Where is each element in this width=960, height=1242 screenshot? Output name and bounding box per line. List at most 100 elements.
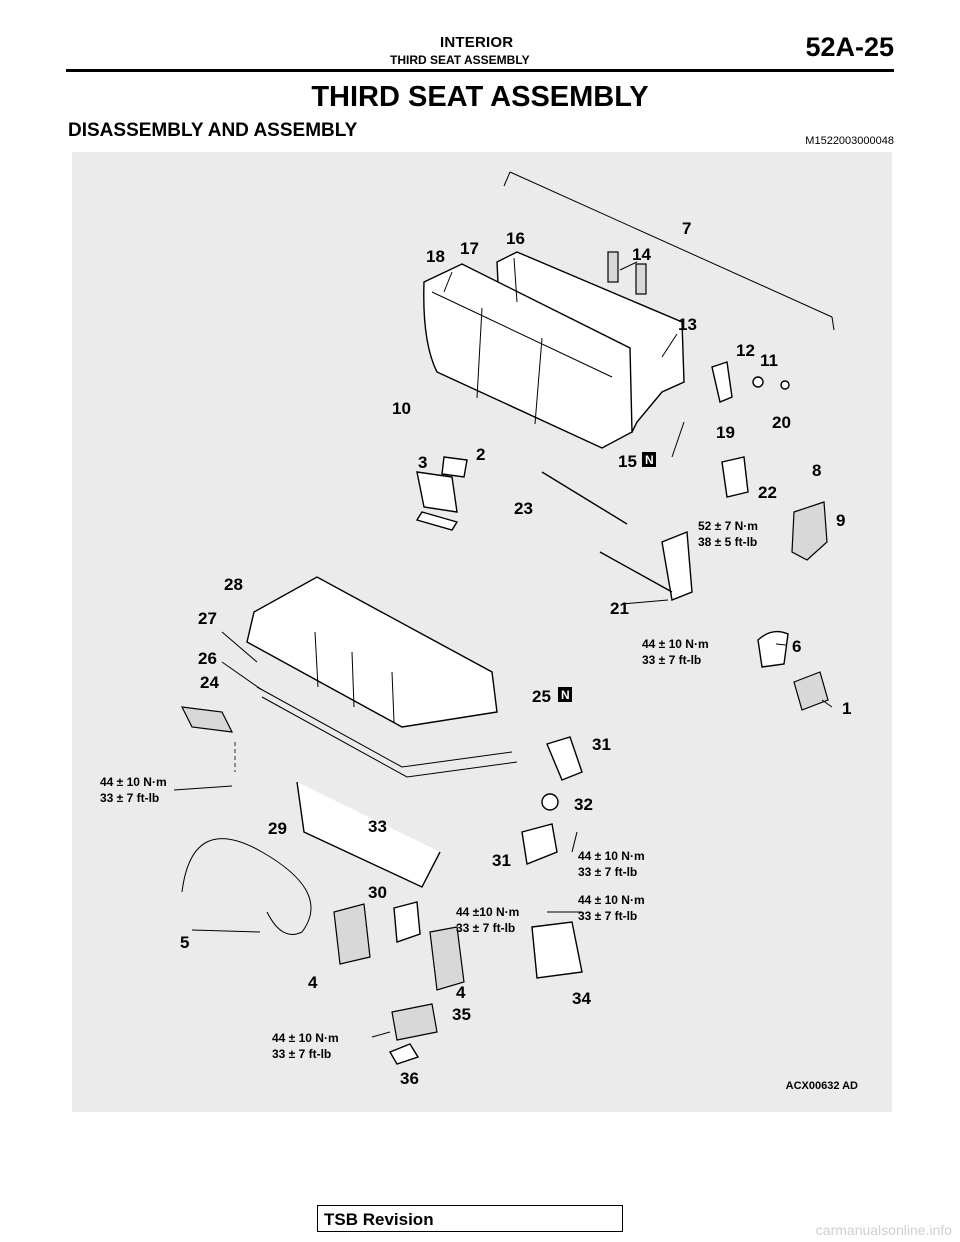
callout-15: 15 bbox=[618, 452, 637, 471]
frame-outline-line bbox=[503, 171, 511, 187]
torque-ftlb: 33 ± 7 ft-lb bbox=[272, 1047, 331, 1061]
clip-part bbox=[388, 1043, 420, 1065]
torque-ftlb: 33 ± 7 ft-lb bbox=[100, 791, 159, 805]
latch-bracket bbox=[393, 901, 421, 943]
leader-line bbox=[191, 929, 261, 933]
new-part-mark-15: N bbox=[645, 453, 654, 467]
callout-25: 25 bbox=[532, 687, 551, 706]
torque-ftlb: 38 ± 5 ft-lb bbox=[698, 535, 757, 549]
leader-line bbox=[671, 421, 685, 458]
leader-line bbox=[821, 699, 833, 708]
screw-part bbox=[780, 380, 790, 390]
callout-28: 28 bbox=[224, 575, 243, 594]
callout-31a: 31 bbox=[592, 735, 611, 754]
leader-line bbox=[443, 271, 453, 293]
callout-36: 36 bbox=[400, 1069, 419, 1088]
callout-33: 33 bbox=[368, 817, 387, 836]
callout-22: 22 bbox=[758, 483, 777, 502]
torque-nm: 52 ± 7 N·m bbox=[698, 519, 758, 533]
torque-nm: 44 ± 10 N·m bbox=[100, 775, 167, 789]
torque-nm: 44 ± 10 N·m bbox=[578, 849, 645, 863]
callout-21: 21 bbox=[610, 599, 629, 618]
new-part-mark-box bbox=[642, 452, 656, 467]
side-cover bbox=[791, 501, 828, 561]
callout-9: 9 bbox=[836, 511, 845, 530]
release-cable bbox=[181, 838, 312, 935]
lever-part bbox=[711, 361, 733, 403]
bezel-part bbox=[391, 1003, 438, 1041]
callout-26: 26 bbox=[198, 649, 217, 668]
header-subsection: THIRD SEAT ASSEMBLY bbox=[390, 53, 530, 67]
torque-ftlb: 33 ± 7 ft-lb bbox=[578, 909, 637, 923]
callout-32: 32 bbox=[574, 795, 593, 814]
torque-nm: 44 ± 10 N·m bbox=[578, 893, 645, 907]
callout-19: 19 bbox=[716, 423, 735, 442]
callout-7: 7 bbox=[682, 219, 691, 238]
callout-10: 10 bbox=[392, 399, 411, 418]
latch-part bbox=[180, 706, 234, 733]
callout-27: 27 bbox=[198, 609, 217, 628]
leader-line bbox=[775, 643, 787, 646]
callout-30: 30 bbox=[368, 883, 387, 902]
callout-3: 3 bbox=[418, 453, 427, 472]
callout-4a: 4 bbox=[308, 973, 318, 992]
callout-4b: 4 bbox=[456, 983, 466, 1002]
recliner-bracket bbox=[721, 456, 749, 498]
recliner-rod bbox=[599, 551, 673, 593]
callout-2: 2 bbox=[476, 445, 485, 464]
rod-part bbox=[541, 471, 628, 525]
hinge-bracket bbox=[416, 471, 458, 513]
seatback-cushion bbox=[423, 263, 633, 449]
seam-line bbox=[534, 337, 543, 425]
callout-34: 34 bbox=[572, 989, 591, 1008]
callout-12: 12 bbox=[736, 341, 755, 360]
knob-part bbox=[752, 376, 764, 388]
torque-nm: 44 ±10 N·m bbox=[456, 905, 519, 919]
outer-cover bbox=[793, 671, 829, 711]
torque-ftlb: 33 ± 7 ft-lb bbox=[642, 653, 701, 667]
diagram-canvas bbox=[173, 171, 835, 1065]
callout-1: 1 bbox=[842, 699, 851, 718]
callout-6: 6 bbox=[792, 637, 801, 656]
callout-35: 35 bbox=[452, 1005, 471, 1024]
figure-code: ACX00632 AD bbox=[785, 1080, 858, 1092]
callout-20: 20 bbox=[772, 413, 791, 432]
seam-line bbox=[314, 631, 319, 688]
callout-16: 16 bbox=[506, 229, 525, 248]
recliner-mechanism bbox=[661, 530, 693, 601]
torque-ftlb: 33 ± 7 ft-lb bbox=[578, 865, 637, 879]
callout-11: 11 bbox=[760, 351, 778, 370]
callout-24: 24 bbox=[200, 673, 219, 692]
new-part-mark-25: N bbox=[561, 688, 570, 702]
leader-line bbox=[371, 1031, 391, 1038]
new-part-mark-box bbox=[558, 687, 572, 702]
leader-line bbox=[513, 257, 518, 303]
header-section: INTERIOR bbox=[440, 34, 514, 51]
watermark: carmanualsonline.info bbox=[815, 1222, 952, 1238]
leader-line bbox=[619, 261, 638, 271]
hinge-latch bbox=[441, 456, 468, 478]
headrest-guide bbox=[607, 251, 619, 283]
grommet-part bbox=[541, 793, 559, 811]
callout-23: 23 bbox=[514, 499, 533, 518]
callout-18: 18 bbox=[426, 247, 445, 266]
seam-line bbox=[391, 671, 395, 723]
leader-line bbox=[221, 661, 263, 691]
seat-cushion bbox=[246, 576, 498, 728]
callout-17: 17 bbox=[460, 239, 479, 258]
torque-nm: 44 ± 10 N·m bbox=[272, 1031, 339, 1045]
cover-plate bbox=[429, 926, 465, 991]
callout-5: 5 bbox=[180, 933, 189, 952]
leader-line bbox=[661, 333, 678, 358]
section-title: DISASSEMBLY AND ASSEMBLY bbox=[68, 120, 358, 141]
striker-assembly bbox=[531, 921, 583, 979]
frame-outline-line bbox=[831, 316, 835, 331]
frame-tube bbox=[296, 781, 441, 888]
frame-outline-line bbox=[509, 171, 833, 318]
headrest-guide bbox=[635, 263, 647, 295]
exploded-diagram: 1 2 3 4 4 5 6 7 8 9 10 11 12 13 14 15 16… bbox=[72, 152, 892, 1112]
callout-31b: 31 bbox=[492, 851, 511, 870]
seam-line bbox=[351, 651, 355, 708]
callout-13: 13 bbox=[678, 315, 697, 334]
tsb-revision-box: TSB Revision bbox=[317, 1205, 623, 1232]
